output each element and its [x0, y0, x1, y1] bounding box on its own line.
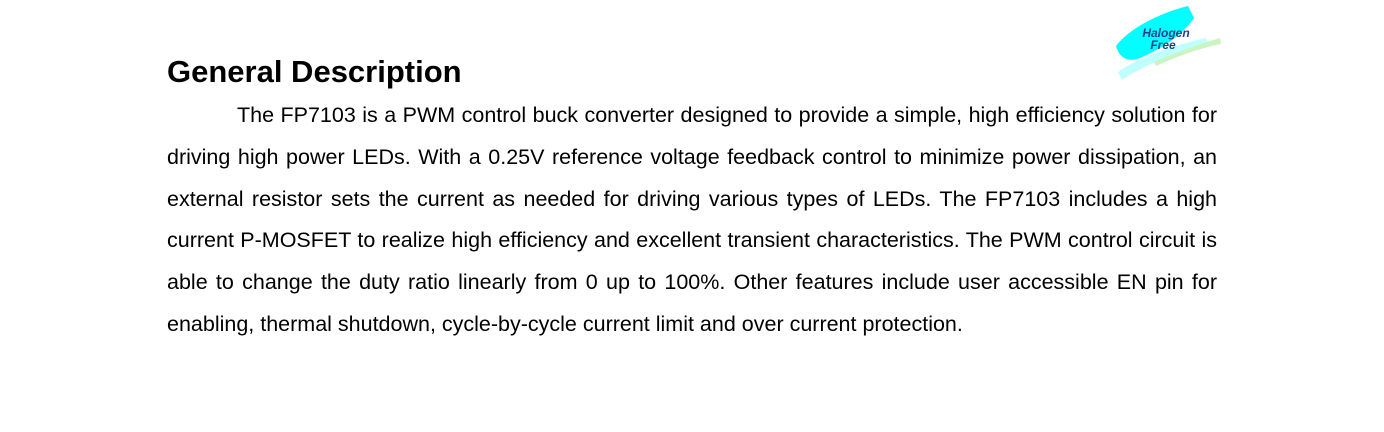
logo-swoosh-green — [1154, 38, 1221, 66]
halogen-free-logo: Halogen Free — [1110, 2, 1224, 80]
section-heading: General Description — [167, 54, 462, 89]
logo-text-halogen: Halogen — [1142, 26, 1189, 40]
logo-text-free: Free — [1150, 38, 1176, 52]
logo-swoosh-light — [1118, 38, 1210, 80]
description-paragraph: The FP7103 is a PWM control buck convert… — [167, 103, 1217, 336]
halogen-free-leaf-icon: Halogen Free — [1116, 6, 1221, 80]
logo-swoosh-main — [1116, 6, 1194, 60]
